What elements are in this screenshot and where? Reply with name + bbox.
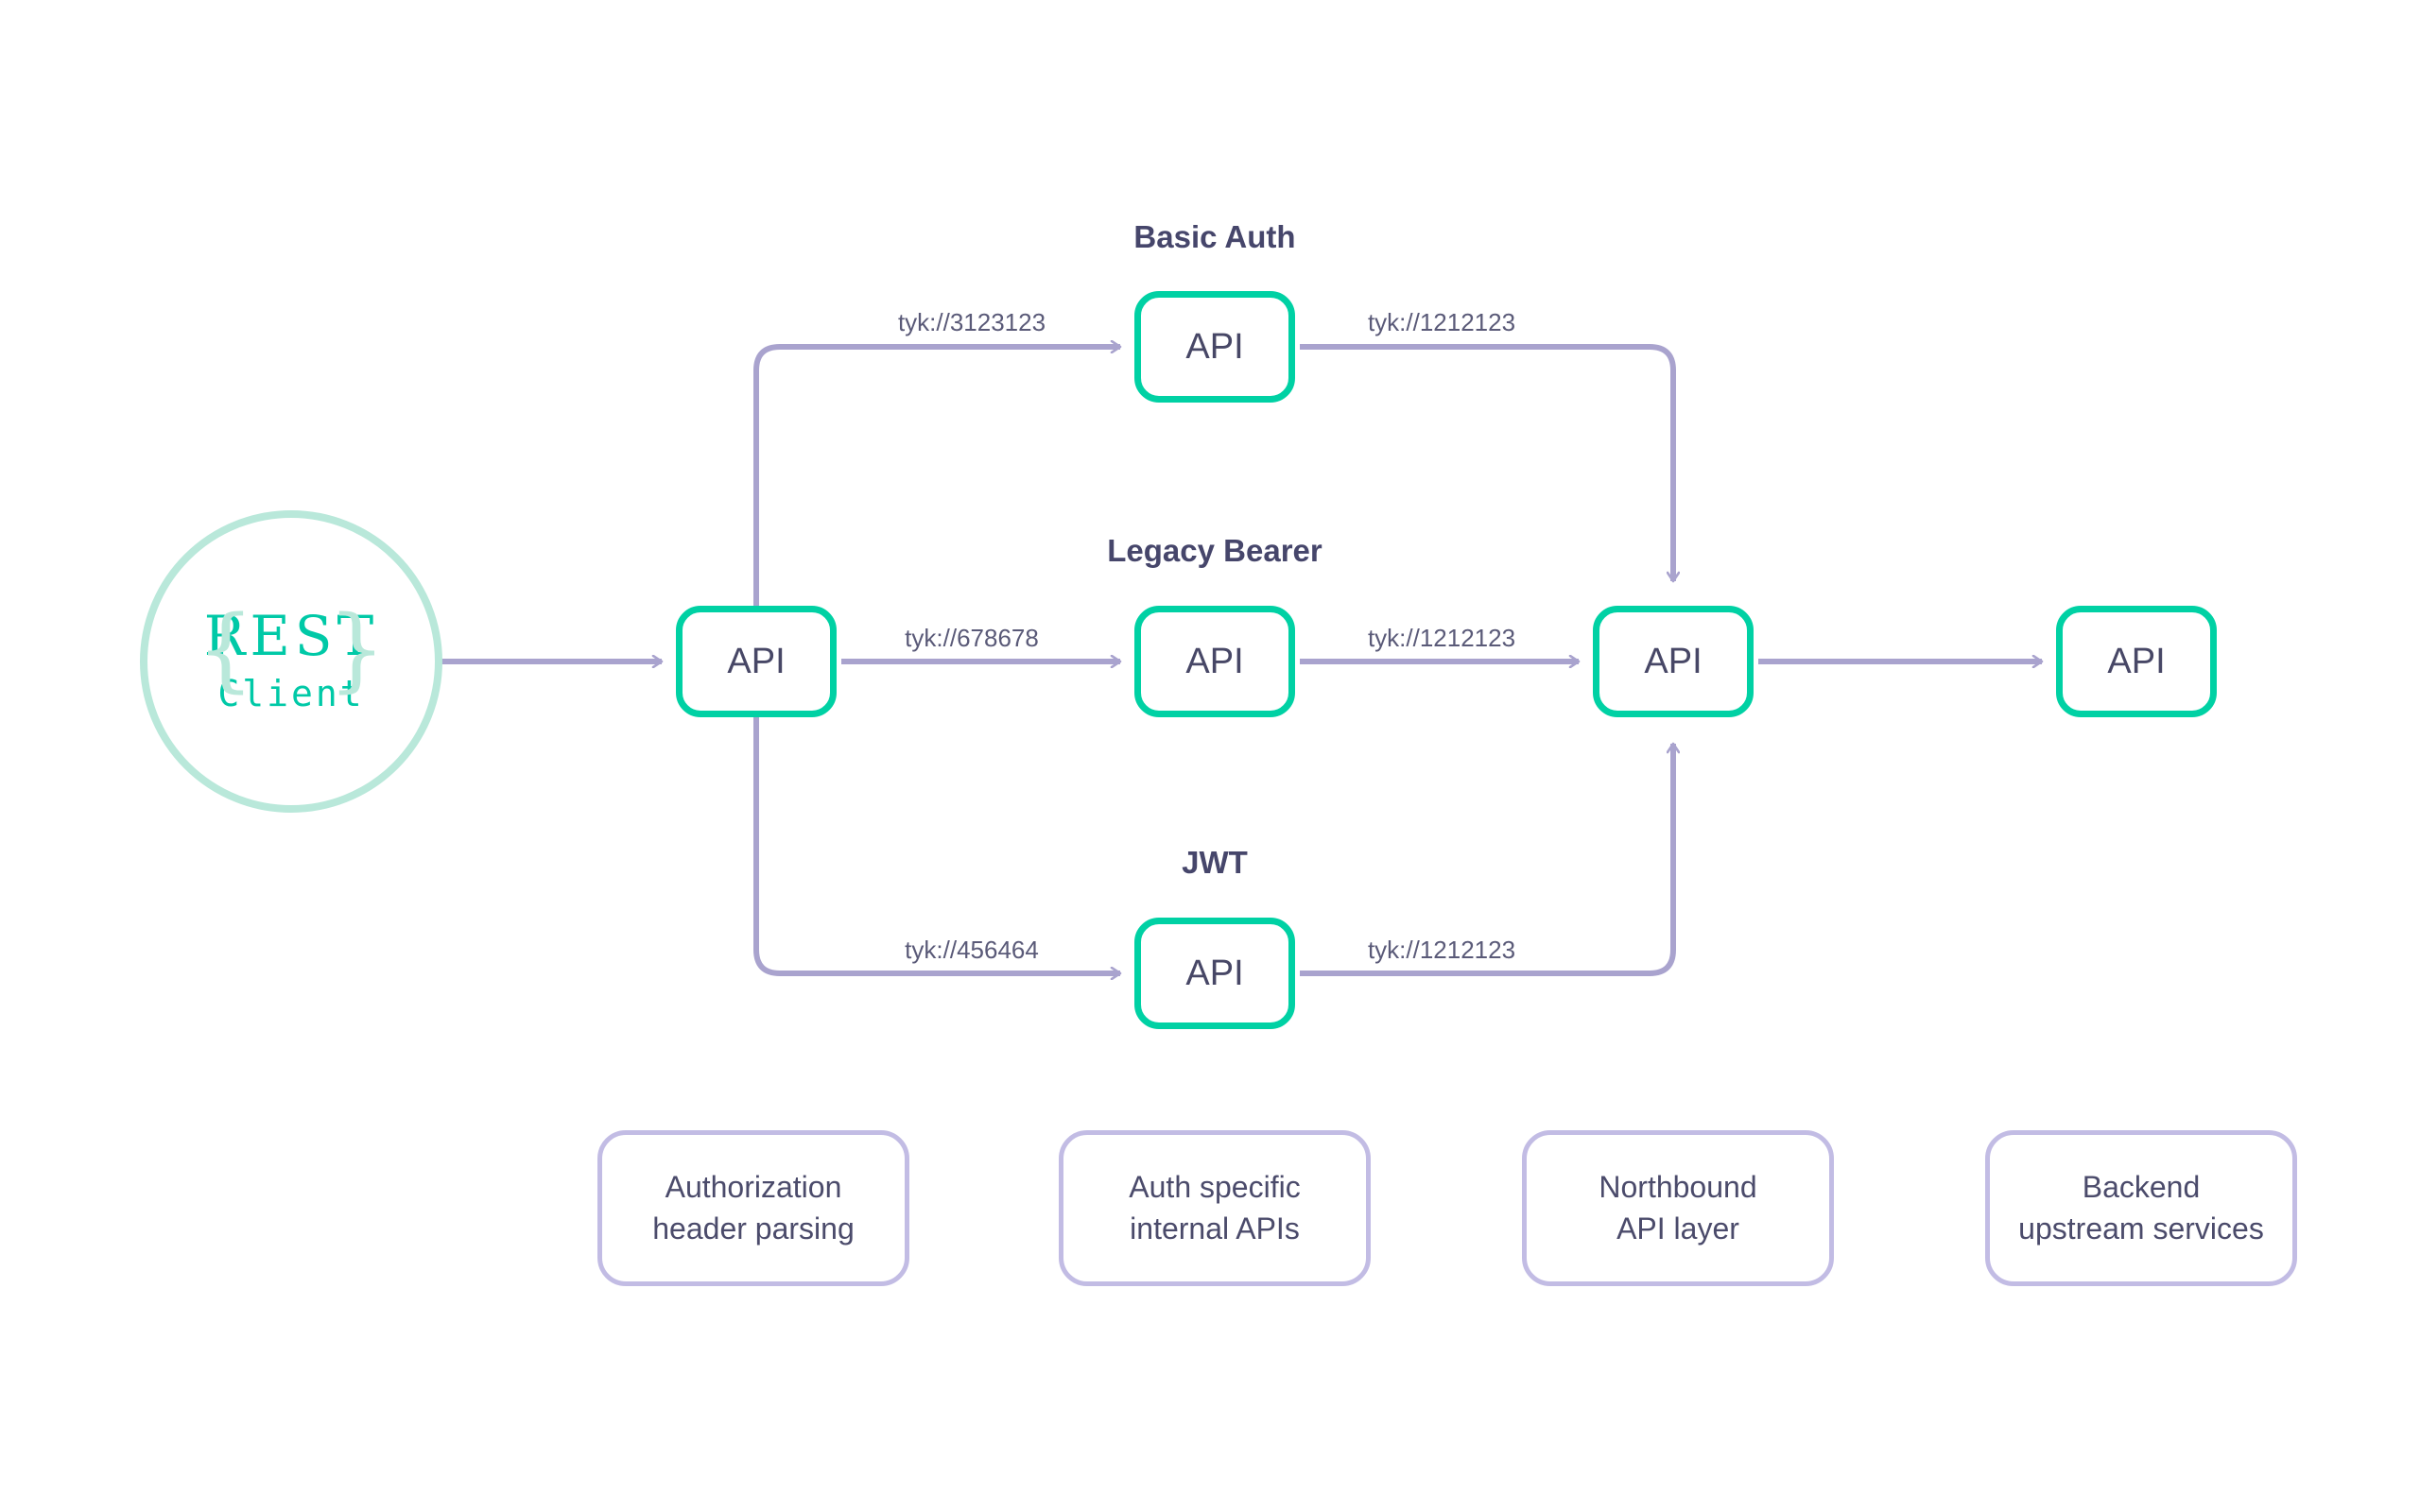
api-node-backend[interactable]: API xyxy=(2056,606,2217,717)
rest-client-title: REST xyxy=(203,604,379,668)
api-node-legacy-bearer[interactable]: API xyxy=(1134,606,1295,717)
section-title-basic-auth: Basic Auth xyxy=(1133,219,1296,254)
legend-box-auth-specific-internal-apis: Auth specific internal APIs xyxy=(1059,1130,1371,1286)
rest-client-node[interactable]: { } REST Client xyxy=(140,510,442,813)
legend-box-northbound-api-layer: Northbound API layer xyxy=(1522,1130,1834,1286)
wire-gateway-to-basic-auth xyxy=(753,347,1120,606)
api-node-basic-auth[interactable]: API xyxy=(1134,291,1295,403)
legend-box-authorization-header-parsing: Authorization header parsing xyxy=(597,1130,909,1286)
section-title-jwt: JWT xyxy=(1182,845,1248,880)
section-title-legacy-bearer: Legacy Bearer xyxy=(1107,533,1322,568)
legend-box-backend-upstream-services: Backend upstream services xyxy=(1985,1130,2297,1286)
edge-label-bearer-to-northbound: tyk://1212123 xyxy=(1359,624,1524,653)
rest-client-subtitle: Client xyxy=(217,673,365,714)
edge-label-gateway-to-bearer: tyk://678678 xyxy=(897,624,1046,653)
api-node-northbound[interactable]: API xyxy=(1593,606,1754,717)
edge-label-gateway-to-basic-auth: tyk://3123123 xyxy=(890,308,1054,337)
api-node-gateway[interactable]: API xyxy=(676,606,837,717)
brace-right-icon: } xyxy=(327,596,386,702)
api-node-jwt[interactable]: API xyxy=(1134,918,1295,1029)
edge-label-basic-auth-to-northbound: tyk://1212123 xyxy=(1359,308,1524,337)
edge-label-jwt-to-northbound: tyk://1212123 xyxy=(1359,936,1524,965)
edge-label-gateway-to-jwt: tyk://456464 xyxy=(897,936,1046,965)
brace-left-icon: { xyxy=(197,596,255,702)
wire-basic-auth-to-northbound xyxy=(1300,344,1673,581)
